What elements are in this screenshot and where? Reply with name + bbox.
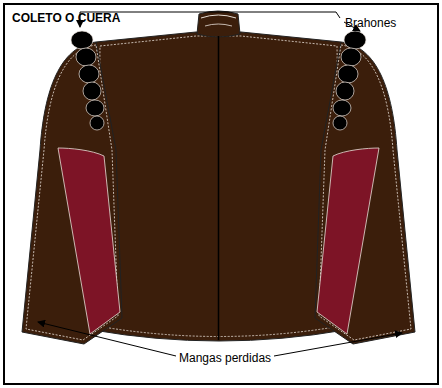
part-label: Brahones: [345, 16, 396, 30]
diagram-title: COLETO O CUERA: [12, 11, 120, 25]
part-label: Mangas perdidas: [179, 351, 271, 365]
